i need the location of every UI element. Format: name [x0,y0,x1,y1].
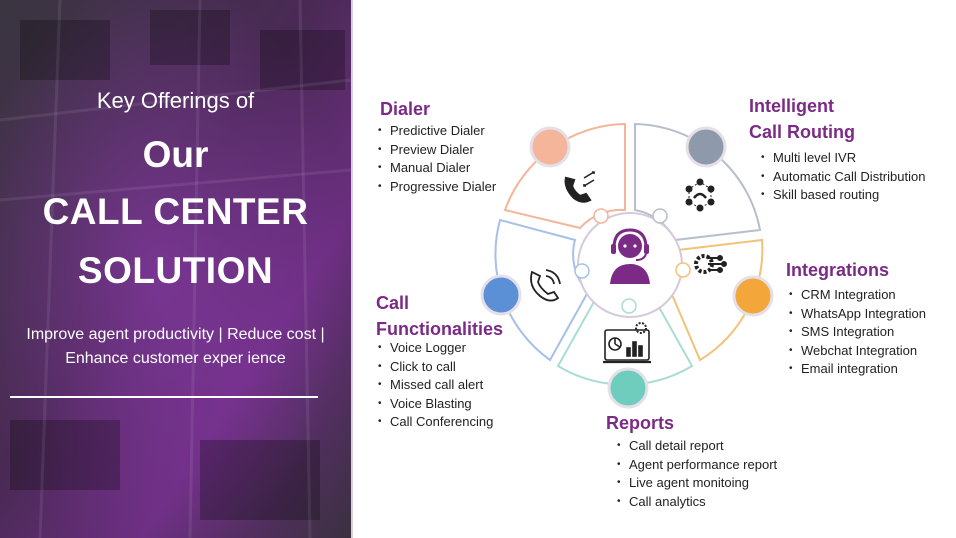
integrations-list: CRM Integration WhatsApp Integration SMS… [789,286,926,379]
list-item: Voice Logger [378,339,493,358]
routing-bubble [685,126,727,168]
list-item: Missed call alert [378,376,493,395]
functionalities-title-line2: Functionalities [376,319,504,339]
list-item: CRM Integration [789,286,926,305]
list-item: Skill based routing [761,186,925,205]
panel-divider [351,0,353,538]
dialer-bubble [529,126,571,168]
functionalities-list: Voice Logger Click to call Missed call a… [378,339,493,432]
list-item: Call Conferencing [378,413,493,432]
list-item: Call analytics [617,493,777,512]
banner-title-line1: Our [142,134,209,175]
banner-tagline-line1: Improve agent productivity | Reduce cost… [26,326,325,343]
routing-title: Intelligent Call Routing [749,93,855,145]
integrations-bubble [732,275,774,317]
dialer-list: Predictive Dialer Preview Dialer Manual … [378,122,496,196]
list-item: Webchat Integration [789,342,926,361]
list-item: Predictive Dialer [378,122,496,141]
office-background-image [0,0,351,538]
list-item: Automatic Call Distribution [761,168,925,187]
integrations-title: Integrations [786,260,890,280]
reports-bubble [607,367,649,409]
list-item: Live agent monitoing [617,474,777,493]
connector-dot [675,262,691,278]
network-routing-icon [685,178,715,212]
list-item: Voice Blasting [378,395,493,414]
phone-transfer-icon [564,171,595,203]
banner-underline [10,396,318,398]
banner-title-line2: CALL CENTER [42,191,309,232]
list-item: Progressive Dialer [378,178,496,197]
connector-dot [621,298,637,314]
analytics-dashboard-icon [603,322,651,364]
gear-circuit-icon [694,254,727,274]
routing-title-line2: Call Routing [749,122,855,142]
functionalities-title: Call Functionalities [376,290,503,342]
call-center-agent-icon [610,228,650,284]
dialer-title: Dialer [380,99,431,119]
connector-dot [652,208,668,224]
list-item: SMS Integration [789,323,926,342]
list-item: Agent performance report [617,456,777,475]
reports-title: Reports [606,413,675,433]
banner-title-line3: SOLUTION [77,250,274,291]
hero-banner: Key Offerings of Our CALL CENTER SOLUTIO… [0,0,351,538]
list-item: Click to call [378,358,493,377]
connector-dot [593,208,609,224]
banner-tagline-line2: Enhance customer exper ience [65,350,286,367]
routing-title-line1: Intelligent [749,96,834,116]
list-item: Multi level IVR [761,149,925,168]
list-item: Email integration [789,360,926,379]
banner-kicker: Key Offerings of [96,88,255,113]
reports-list: Call detail report Agent performance rep… [617,437,777,511]
functionalities-title-line1: Call [376,293,410,313]
list-item: Call detail report [617,437,777,456]
list-item: Preview Dialer [378,141,496,160]
functionalities-bubble [480,274,522,316]
list-item: Manual Dialer [378,159,496,178]
offerings-wheel [480,122,774,409]
phone-ringing-icon [530,269,561,302]
routing-list: Multi level IVR Automatic Call Distribut… [761,149,925,205]
connector-dot [574,263,590,279]
list-item: WhatsApp Integration [789,305,926,324]
